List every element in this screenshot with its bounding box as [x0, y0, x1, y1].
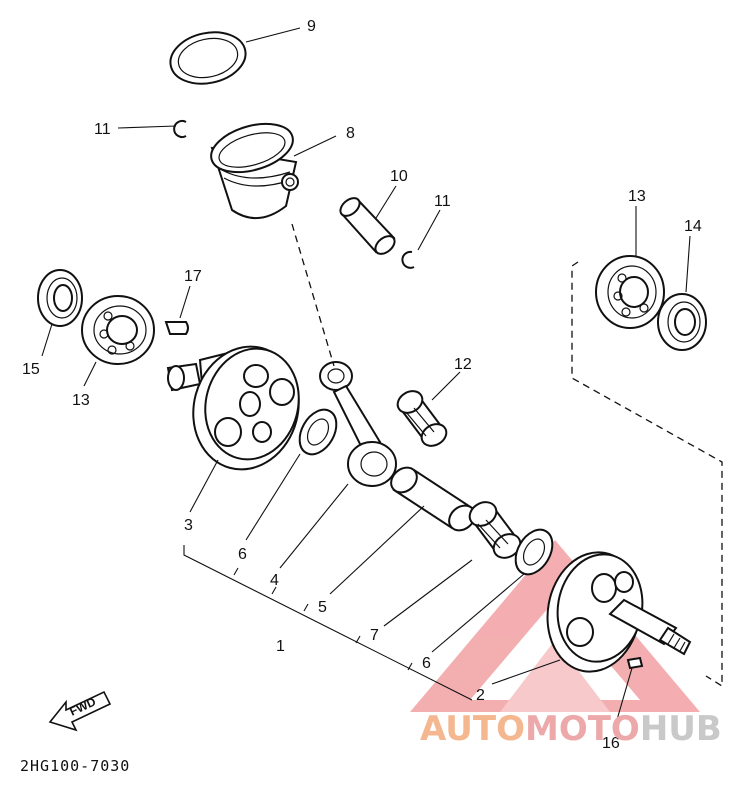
crank-right-part [546, 551, 692, 673]
callout-1: 1 [276, 638, 285, 655]
watermark-logo [410, 540, 700, 712]
piston-part [210, 122, 299, 219]
callout-10: 10 [390, 168, 408, 185]
oil-seal-left-part [37, 269, 83, 327]
callout-8: 8 [346, 125, 355, 142]
callout-16: 16 [602, 735, 620, 752]
bearing-right-part [595, 255, 665, 329]
callout-5: 5 [318, 599, 327, 616]
leader-lines [41, 27, 691, 731]
watermark-text: AUTOMOTOHUB [420, 709, 722, 749]
callout-13-right: 13 [628, 188, 646, 205]
circlip-right-part [401, 250, 415, 269]
fwd-arrow-icon: FWD [48, 690, 112, 732]
callout-11-right: 11 [434, 193, 451, 210]
crank-left-part [166, 345, 300, 471]
callout-6-right: 6 [422, 655, 431, 672]
callout-13-left: 13 [72, 392, 90, 409]
oil-seal-right-part [657, 293, 707, 351]
circlip-left-part [173, 120, 187, 138]
watermark-part-a: AUTO [420, 709, 525, 749]
key-right-part [626, 656, 644, 670]
piston-pin-part [339, 197, 396, 255]
callout-7: 7 [370, 627, 379, 644]
needle-bearing-bottom-part [468, 501, 522, 559]
bearing-left-part [81, 295, 155, 365]
washer-left-part [298, 408, 338, 456]
callout-15: 15 [22, 361, 40, 378]
callout-11-left: 11 [94, 121, 111, 138]
woodruff-key-part [164, 321, 189, 335]
callout-12: 12 [454, 356, 472, 373]
watermark-part-b: MOTO [525, 709, 640, 749]
piston-ring-part [169, 31, 247, 85]
needle-bearing-top-part [396, 390, 448, 447]
callout-17: 17 [184, 268, 202, 285]
crank-pin-part [390, 466, 476, 532]
diagram-code: 2HG100-7030 [20, 757, 130, 775]
callout-9: 9 [307, 18, 316, 35]
callout-6-left: 6 [238, 546, 247, 563]
watermark-part-c: HUB [640, 709, 722, 749]
callout-14: 14 [684, 218, 702, 235]
callout-3: 3 [184, 517, 193, 534]
callout-2: 2 [476, 687, 485, 704]
connecting-rod-part [319, 361, 397, 487]
callout-4: 4 [270, 572, 279, 589]
assembly-bracket [183, 223, 723, 701]
washer-right-part [514, 528, 554, 576]
